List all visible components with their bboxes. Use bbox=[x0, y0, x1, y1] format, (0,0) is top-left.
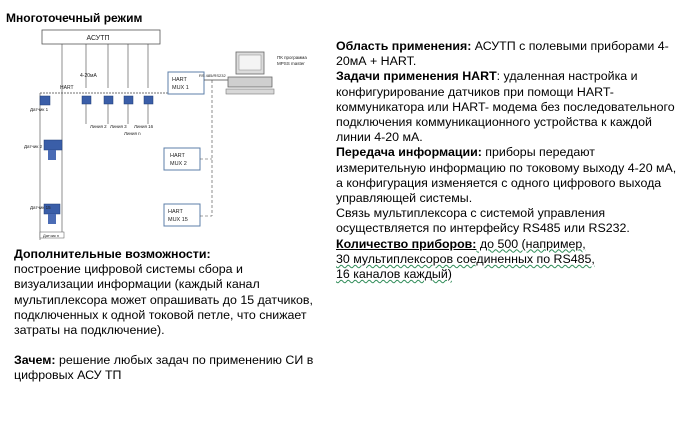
svg-text:Датчик n: Датчик n bbox=[43, 233, 59, 238]
svg-text:HART: HART bbox=[172, 77, 188, 83]
svg-text:HART: HART bbox=[170, 153, 186, 159]
svg-text:Датчик 2: Датчик 2 bbox=[24, 144, 43, 149]
hart-mux-15 bbox=[163, 203, 201, 227]
why-text: решение любых задач по применению СИ в ц… bbox=[14, 353, 314, 383]
svg-text:Датчик 1: Датчик 1 bbox=[30, 107, 49, 112]
svg-text:MPSS master: MPSS master bbox=[277, 61, 305, 66]
svg-text:HART: HART bbox=[168, 209, 184, 215]
hart-label: HART bbox=[60, 85, 74, 91]
pc-label: ПК программа bbox=[277, 55, 307, 60]
transfer-text: приборы передают измерительную информаци… bbox=[336, 145, 677, 206]
count-text-2: 30 мультиплексоров соединенных по RS485, bbox=[336, 251, 595, 266]
link-text: Связь мультиплексора с системой управлен… bbox=[336, 206, 630, 236]
svg-text:Линия n: Линия n bbox=[124, 131, 141, 136]
page-title: Многоточечный режим bbox=[6, 11, 143, 25]
extra-text: построение цифровой системы сбора и визу… bbox=[14, 262, 313, 338]
svg-text:MUX 2: MUX 2 bbox=[170, 161, 187, 167]
hart-mux-1 bbox=[167, 71, 205, 95]
asutp-label: АСУТП bbox=[86, 35, 109, 42]
multipoint-diagram: АСУТП 4-20мА HART HART MUX 1 HART MUX 2 … bbox=[24, 29, 307, 240]
right-description: Область применения: АСУТП с полевыми при… bbox=[336, 39, 686, 282]
current-label: 4-20мА bbox=[80, 73, 97, 79]
svg-text:MUX 1: MUX 1 bbox=[172, 85, 189, 91]
tasks-text: : удаленная настройка и конфигурирование… bbox=[336, 69, 675, 145]
svg-text:Линия 2: Линия 2 bbox=[90, 124, 107, 129]
area-text: АСУТП с полевыми приборами 4-20мА + HART… bbox=[336, 39, 669, 69]
count-heading: Количество приборов: bbox=[336, 236, 477, 251]
svg-text:Линия 16: Линия 16 bbox=[134, 124, 154, 129]
count-text-3: 16 каналов каждый) bbox=[336, 267, 452, 282]
transfer-heading: Передача информации: bbox=[336, 145, 482, 160]
extra-heading: Дополнительные возможности: bbox=[14, 247, 211, 261]
left-description: Дополнительные возможности: построение ц… bbox=[14, 247, 324, 384]
svg-text:Датчик 15: Датчик 15 bbox=[30, 205, 51, 210]
rs-label: RS 485/RS232 bbox=[199, 73, 226, 78]
count-text-1: до 500 (например, bbox=[476, 236, 586, 251]
area-heading: Область применения: bbox=[336, 39, 472, 53]
asutp-block bbox=[41, 29, 161, 45]
sensor-row-top bbox=[39, 95, 154, 106]
pc-unit bbox=[227, 76, 273, 88]
svg-text:MUX 15: MUX 15 bbox=[168, 217, 188, 223]
tasks-heading: Задачи применения HART bbox=[336, 69, 497, 84]
sensor-2 bbox=[43, 139, 63, 151]
why-heading: Зачем: bbox=[14, 353, 56, 368]
svg-text:Линия 3: Линия 3 bbox=[110, 124, 127, 129]
